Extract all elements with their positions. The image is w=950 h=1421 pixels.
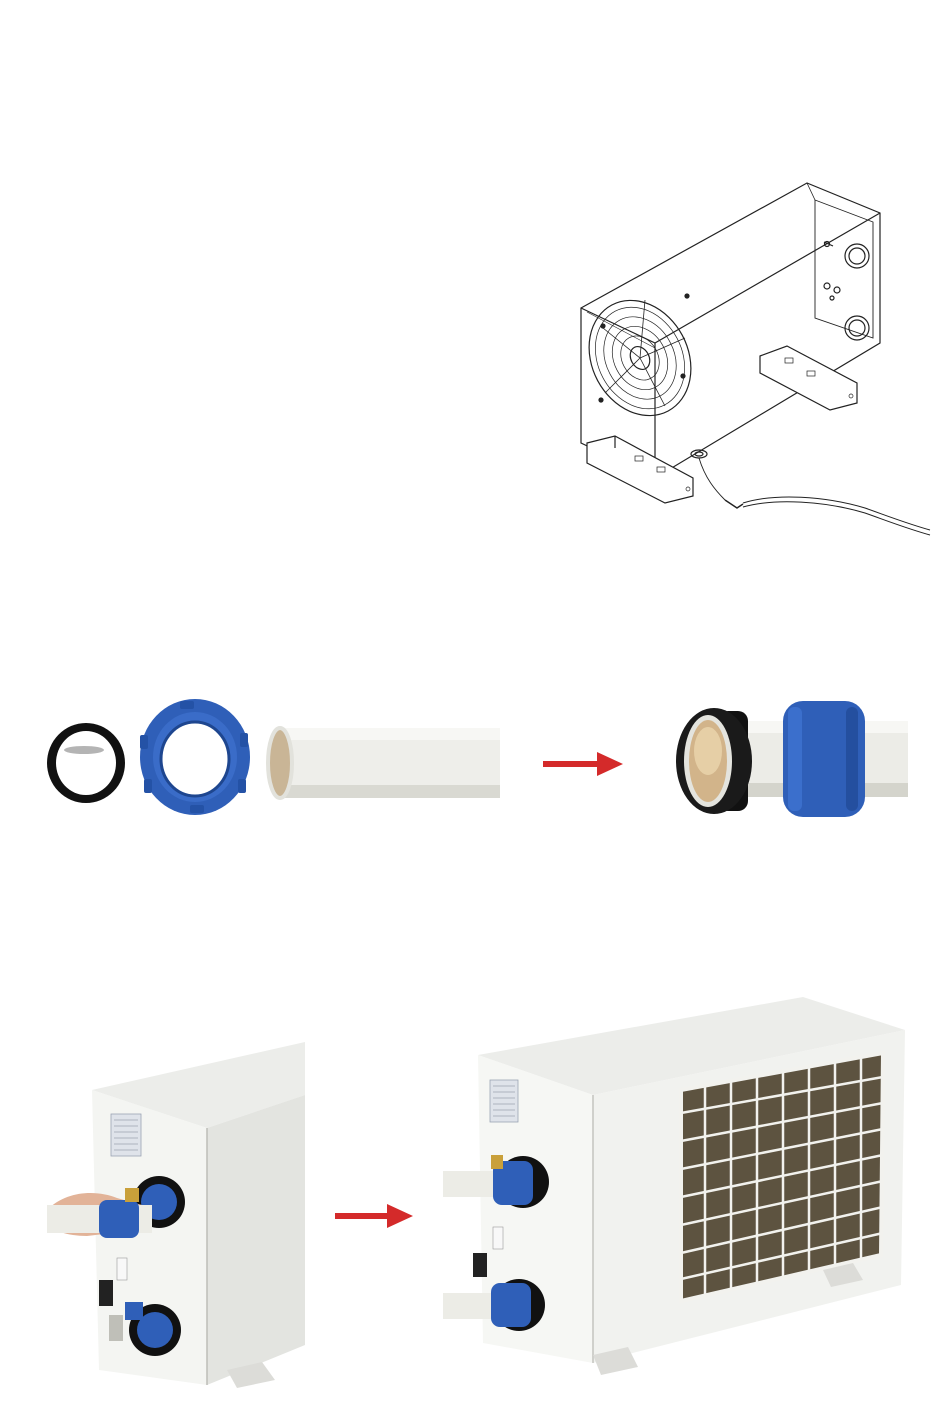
heat-pump-side-connection	[47, 1040, 307, 1390]
heat-pump-unit-icon	[47, 1042, 305, 1388]
heat-pump-line-drawing	[575, 178, 935, 540]
heat-pump-grille-icon	[443, 997, 905, 1375]
heat-pump-installed	[443, 995, 913, 1390]
pvc-pipe-icon	[268, 728, 500, 798]
arrow-icon	[335, 1202, 415, 1230]
assembled-pipe-union	[668, 693, 908, 828]
arrow-icon	[543, 750, 625, 778]
pipe-union-parts	[40, 695, 510, 825]
union-nut-icon	[140, 699, 250, 815]
seal-ring-icon	[47, 723, 125, 803]
pipe-with-union-icon	[676, 701, 908, 817]
